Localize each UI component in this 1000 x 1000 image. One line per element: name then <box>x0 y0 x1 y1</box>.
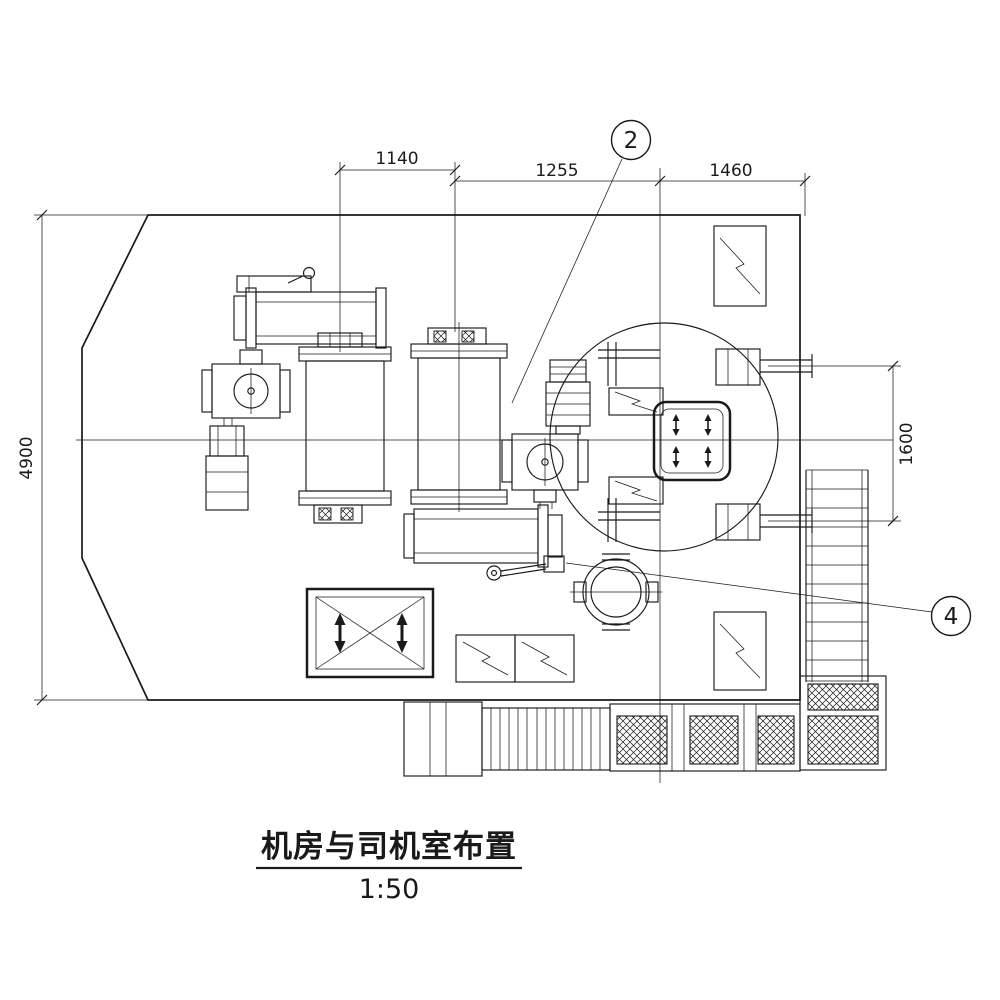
dim-label-4900: 4900 <box>17 436 37 479</box>
bearing-block <box>461 330 475 343</box>
brake-unit-left <box>205 425 249 511</box>
hatched-pad <box>689 715 739 765</box>
hatched-pad <box>807 683 879 711</box>
bracket-top-left <box>598 342 660 386</box>
winch-drum-left <box>298 332 392 524</box>
motor-assembly-top-left <box>233 266 387 349</box>
resistor-box-bottom-left <box>455 634 516 683</box>
resistor-box-top-right <box>713 225 767 307</box>
platform-bottom-right <box>609 703 801 772</box>
guide-top-right <box>715 348 813 386</box>
floor-hatch <box>305 587 435 679</box>
hatched-pad <box>807 715 879 765</box>
hatched-pad <box>757 715 795 765</box>
fan-unit <box>570 553 662 631</box>
resistor-box-bottom-center <box>514 634 575 683</box>
dim-label-1255: 1255 <box>535 161 578 181</box>
winch-drum-right <box>410 322 508 512</box>
operator-cab <box>652 400 732 482</box>
balloon-4: 4 <box>565 562 972 637</box>
bracket-bottom-left <box>598 498 660 542</box>
motor-small-top <box>545 359 591 435</box>
drawing-title: 机房与司机室布置 <box>261 829 517 865</box>
bolt-symbol <box>703 445 713 469</box>
machine-room-outline <box>81 214 801 701</box>
platform-bottom-left <box>403 701 483 777</box>
gearbox-left <box>201 349 291 426</box>
lever-knob <box>302 266 316 280</box>
dimension-right-1600: 1600 <box>768 360 917 527</box>
bolt-symbol <box>671 445 681 469</box>
drawing-scale: 1:50 <box>359 874 420 905</box>
balloon-4-circle <box>930 595 972 637</box>
hatch-arrow <box>333 611 347 655</box>
gearbox-center <box>501 433 589 509</box>
resistor-box-circle-upper <box>608 387 664 416</box>
dim-label-1460: 1460 <box>709 161 752 181</box>
bearing-block <box>340 507 354 521</box>
stairs-bottom <box>481 707 611 771</box>
motor-assembly-bottom <box>403 504 563 568</box>
balloon-2-label: 2 <box>624 128 639 154</box>
hatched-pad <box>616 715 668 765</box>
bolt-symbol <box>703 413 713 437</box>
dimension-top-1140: 1140 <box>334 149 461 352</box>
balloon-2: 2 <box>511 119 652 404</box>
guide-bottom-right <box>715 503 813 541</box>
lever-handle-bottom <box>486 555 565 581</box>
bolt-symbol <box>671 413 681 437</box>
title-block: 机房与司机室布置 1:50 <box>256 829 522 905</box>
bearing-block <box>433 330 447 343</box>
resistor-box-circle-lower <box>608 476 664 505</box>
slewing-circle <box>549 322 779 552</box>
balloon-2-circle <box>610 119 652 161</box>
bearing-block <box>318 507 332 521</box>
ladder-right <box>805 469 869 682</box>
dim-label-1600: 1600 <box>897 422 917 465</box>
dimension-left-4900: 4900 <box>17 209 152 706</box>
equipment-block-right <box>799 675 887 771</box>
balloon-4-label: 4 <box>944 604 959 630</box>
dimension-top-1460: 1460 <box>660 161 811 216</box>
centerlines <box>76 168 893 783</box>
dim-label-1140: 1140 <box>375 149 418 169</box>
hatch-arrow <box>395 611 409 655</box>
dimension-top-1255: 1255 <box>449 161 666 187</box>
resistor-box-bottom-right <box>713 611 767 691</box>
